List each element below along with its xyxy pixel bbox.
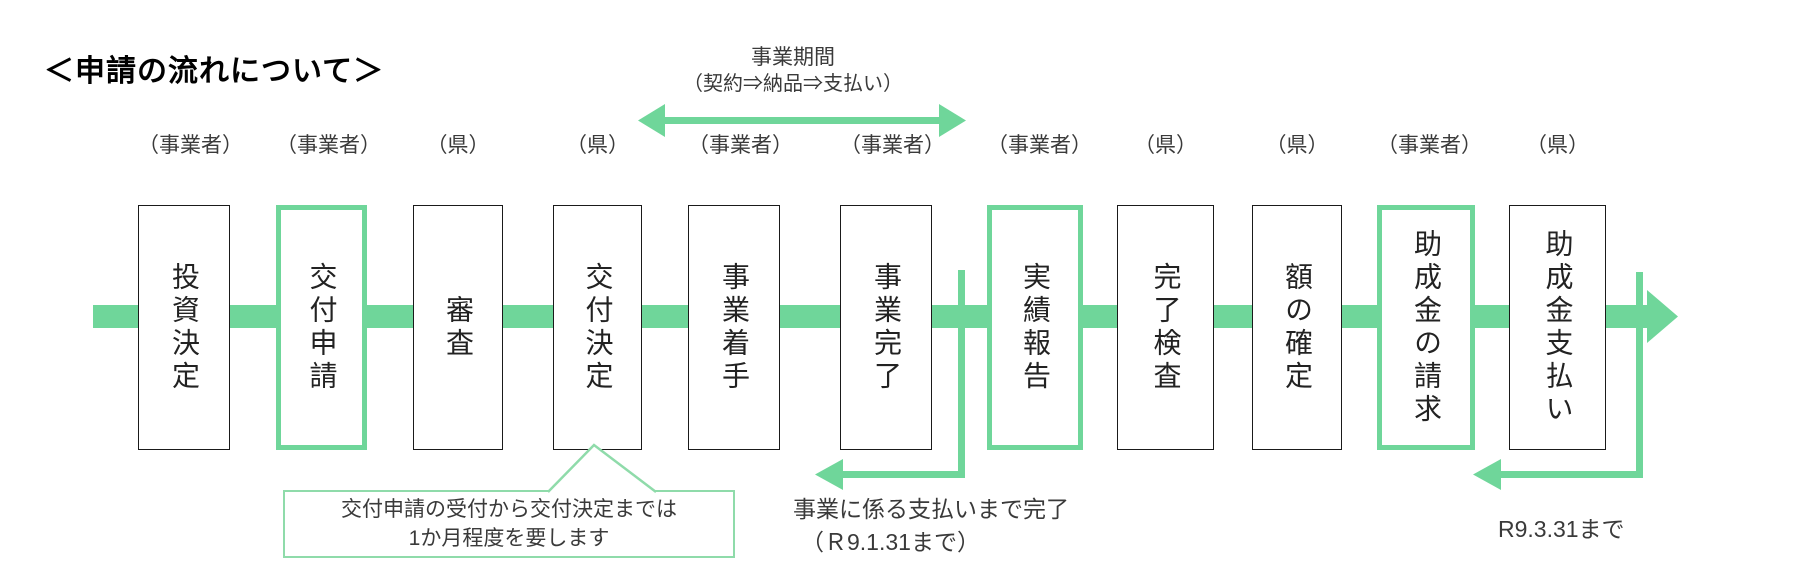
step-role: （事業者）	[276, 134, 381, 157]
step-subsidy-payment: （県） 助成金支払い	[1509, 131, 1606, 450]
callout-pointer	[547, 443, 657, 493]
step-label: 交付申請	[306, 261, 338, 394]
business-period-label: 事業期間	[751, 46, 835, 69]
step-performance-report: （事業者） 実績報告	[987, 131, 1092, 450]
step-completion-inspection: （県） 完了検査	[1117, 131, 1214, 450]
step-label: 実績報告	[1020, 261, 1051, 394]
step-label: 額の確定	[1282, 261, 1313, 394]
step-label: 交付決定	[582, 261, 614, 394]
callout-line1: 交付申請の受付から交付決定までは	[341, 498, 677, 521]
claim-deadline-note: R9.3.31まで	[1498, 516, 1625, 542]
step-label: 助成金の請求	[1411, 228, 1442, 427]
step-role: （事業者）	[840, 134, 945, 157]
main-flow-arrowhead	[1647, 290, 1678, 343]
callout-line2: 1か月程度を要します	[408, 527, 610, 550]
claim-deadline-arrowhead	[1473, 459, 1501, 490]
step-role: （事業者）	[1377, 134, 1482, 157]
step-role: （県）	[426, 134, 490, 157]
step-role: （県）	[1526, 134, 1589, 157]
step-role: （事業者）	[138, 134, 243, 157]
step-box: 審査	[413, 205, 503, 450]
period-arrowhead-left	[638, 104, 665, 137]
step-project-complete: （事業者） 事業完了	[840, 131, 945, 450]
period-double-arrow-bar	[663, 117, 941, 124]
payment-deadline-line1: 事業に係る支払いまで完了	[793, 496, 1069, 522]
step-review: （県） 審査	[413, 131, 503, 450]
step-role: （事業者）	[688, 134, 793, 157]
step-box: 交付申請	[276, 205, 367, 450]
step-label: 事業完了	[871, 261, 902, 394]
claim-deadline-arrow-horizontal	[1498, 471, 1643, 478]
grant-decision-callout: 交付申請の受付から交付決定までは 1か月程度を要します	[283, 490, 735, 558]
step-box: 実績報告	[987, 205, 1083, 450]
step-box: 助成金支払い	[1509, 205, 1606, 450]
step-grant-application: （事業者） 交付申請	[276, 131, 381, 450]
step-box: 完了検査	[1117, 205, 1214, 450]
step-amount-determination: （県） 額の確定	[1252, 131, 1342, 450]
step-box: 事業着手	[688, 205, 780, 450]
page-title: ＜申請の流れについて＞	[44, 55, 385, 88]
business-period-detail: （契約⇒納品⇒支払い）	[683, 73, 903, 95]
step-label: 完了検査	[1150, 261, 1182, 394]
payment-deadline-arrow-vertical	[958, 270, 965, 478]
step-role: （県）	[1265, 134, 1329, 157]
step-box: 交付決定	[553, 205, 642, 450]
step-investment-decision: （事業者） 投資決定	[138, 131, 243, 450]
payment-deadline-note: 事業に係る支払いまで完了 （Ｒ9.1.31まで）	[793, 492, 1069, 558]
step-label: 投資決定	[169, 261, 200, 394]
payment-deadline-line2: （Ｒ9.1.31まで）	[801, 529, 980, 555]
period-arrowhead-right	[939, 104, 966, 137]
step-label: 事業着手	[719, 261, 750, 394]
payment-deadline-arrowhead	[815, 459, 843, 490]
step-box: 額の確定	[1252, 205, 1342, 450]
claim-deadline-arrow-vertical	[1636, 272, 1643, 478]
step-role: （事業者）	[987, 134, 1092, 157]
step-role: （県）	[1134, 134, 1197, 157]
step-label: 助成金支払い	[1542, 228, 1574, 427]
step-subsidy-claim: （事業者） 助成金の請求	[1377, 131, 1482, 450]
step-label: 審査	[443, 294, 474, 361]
business-period-note: 事業期間 （契約⇒納品⇒支払い）	[683, 44, 903, 97]
step-grant-decision: （県） 交付決定	[553, 131, 642, 450]
step-box: 助成金の請求	[1377, 205, 1475, 450]
step-project-start: （事業者） 事業着手	[688, 131, 793, 450]
step-box: 事業完了	[840, 205, 932, 450]
step-role: （県）	[566, 134, 629, 157]
payment-deadline-arrow-horizontal	[840, 471, 965, 478]
step-box: 投資決定	[138, 205, 230, 450]
